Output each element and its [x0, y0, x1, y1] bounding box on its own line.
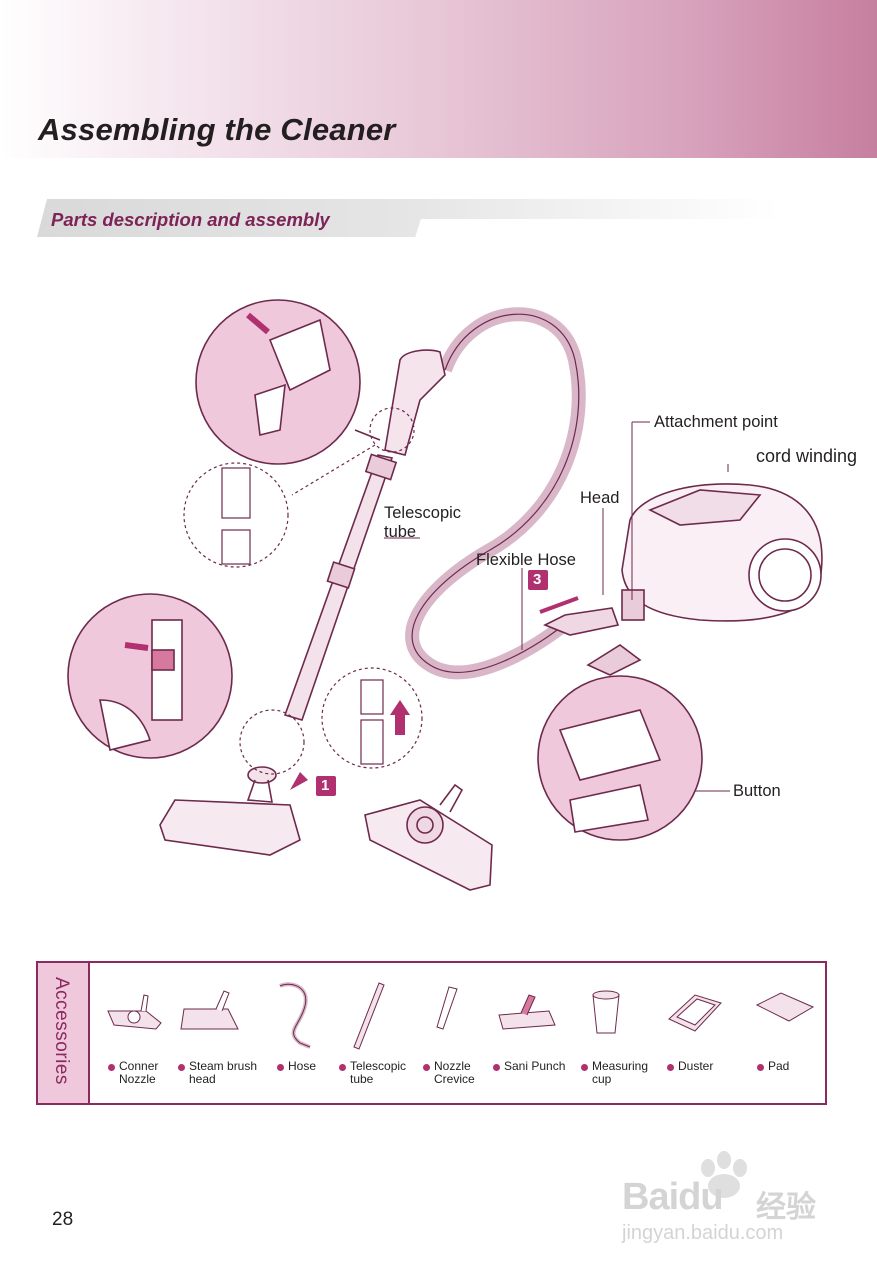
- accessory-label-line1: Sani Punch: [504, 1059, 566, 1073]
- page-number: 28: [52, 1209, 74, 1230]
- accessory-label-line2: head: [189, 1072, 216, 1086]
- detail-circle-handle: [195, 299, 381, 465]
- pad-picture: [755, 992, 815, 1022]
- baidu-watermark: Baidu 经验 jingyan.baidu.com: [618, 1150, 828, 1250]
- accessory-label-line1: Conner: [119, 1059, 159, 1073]
- sani-punch-picture: [498, 994, 556, 1030]
- detail-circle-dashed-1: [183, 407, 415, 568]
- section-title: Parts description and assembly: [51, 209, 330, 230]
- page-title: Assembling the Cleaner: [38, 112, 396, 147]
- steam-brush-head-picture: [180, 990, 239, 1030]
- accessory-label-line1: Steam brush: [189, 1059, 258, 1073]
- measuring-cup-picture: [592, 990, 620, 1034]
- telescopic-tube-drawing: [283, 454, 394, 721]
- callout-telescopic-tube-line2: tube: [384, 523, 417, 541]
- callout-head: Head: [580, 489, 620, 507]
- section-tab: [37, 199, 427, 237]
- accessory-label-line2: Crevice: [434, 1072, 475, 1086]
- detail-circle-tube-lock: [67, 593, 233, 759]
- conner-nozzle-picture: [107, 994, 162, 1030]
- hose-picture: [279, 982, 311, 1049]
- watermark-brand-cn: 经验: [756, 1191, 816, 1224]
- vacuum-assembly-illustration: [67, 299, 823, 891]
- duster-picture: [668, 994, 722, 1032]
- accessory-label-line1: Nozzle: [434, 1059, 471, 1073]
- hose-handle-drawing: [384, 349, 446, 456]
- callout-cord-winding: cord winding: [756, 446, 858, 466]
- accessories-side-tab: Accessories: [38, 963, 90, 1103]
- accessory-label-line1: Pad: [768, 1059, 790, 1073]
- accessory-label-line2: tube: [350, 1072, 374, 1086]
- step-1-number: 1: [321, 777, 330, 794]
- accessory-label-line1: Telescopic: [350, 1059, 407, 1073]
- baidu-paw-icon: [701, 1151, 747, 1198]
- nozzle-crevice-picture: [436, 986, 458, 1030]
- callout-flexible-hose: Flexible Hose: [476, 551, 576, 569]
- step-badges: [316, 570, 548, 796]
- watermark-brand: Baidu: [622, 1176, 724, 1218]
- callout-button: Button: [733, 782, 781, 800]
- nozzle-underside-drawing: [364, 799, 493, 891]
- accessory-label-line2: Nozzle: [119, 1072, 156, 1086]
- detail-circle-button: [537, 644, 703, 841]
- accessory-label-line2: cup: [592, 1072, 612, 1086]
- header-band: [0, 0, 877, 158]
- accessories-heading: Accessories: [51, 977, 72, 1085]
- telescopic-tube-picture: [353, 982, 385, 1050]
- callout-telescopic-tube-line1: Telescopic: [384, 504, 462, 522]
- accessory-label-line1: Measuring: [592, 1059, 649, 1073]
- accessory-label-line1: Hose: [288, 1059, 317, 1073]
- callout-attachment-point: Attachment point: [654, 413, 778, 431]
- step-3-number: 3: [533, 571, 542, 588]
- section-tab-fade: [420, 199, 780, 219]
- floor-nozzle-drawing: [159, 799, 301, 856]
- accessory-label-line1: Duster: [678, 1059, 714, 1073]
- watermark-url: jingyan.baidu.com: [622, 1222, 784, 1244]
